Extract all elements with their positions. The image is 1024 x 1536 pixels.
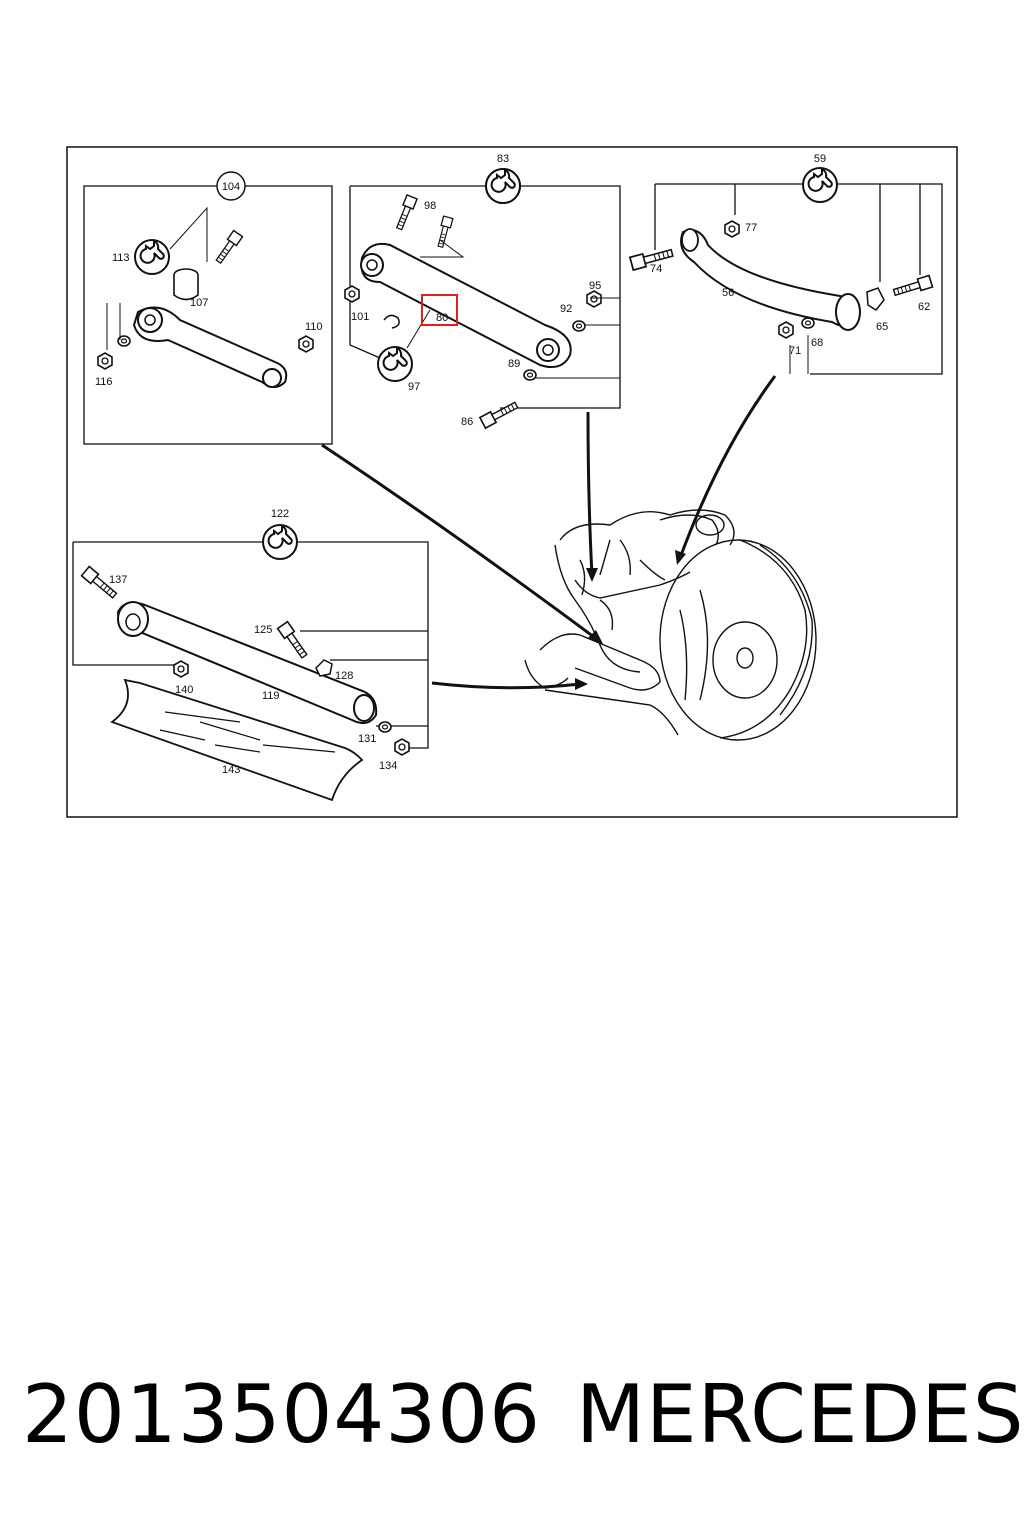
part-119: 119 [262,690,280,702]
part-62: 62 [918,301,930,313]
group-122: 122 137 125 128 140 119 131 134 143 [72,508,429,802]
part-80: 80 [436,312,448,324]
group-59: 59 77 74 56 65 62 71 68 [629,153,943,375]
parts-diagram: 104 113 107 110 116 83 [66,146,958,818]
caption-bar: 2013504306 MERCEDES [0,1360,1024,1490]
control-arm-83 [360,242,572,368]
part-128: 128 [335,670,353,682]
part-71: 71 [789,345,801,357]
part-95: 95 [589,280,601,292]
part-134: 134 [379,760,397,772]
part-137: 137 [109,574,127,586]
part-101: 101 [351,311,369,323]
wheel-hub-assembly [524,509,817,741]
part-77: 77 [745,222,757,234]
highlight-box-80 [421,294,458,326]
diagram-frame [66,146,958,818]
part-56: 56 [722,287,734,299]
part-68: 68 [811,337,823,349]
control-arm-104 [132,306,288,388]
part-65: 65 [876,321,888,333]
panel-143 [110,678,364,802]
part-number: 2013504306 [22,1368,541,1461]
part-92: 92 [560,303,572,315]
arrow-heads [575,550,686,690]
part-116: 116 [95,376,113,388]
part-74: 74 [650,263,662,275]
group-83-badge [485,168,521,204]
part-89: 89 [508,358,520,370]
part-113: 113 [112,252,130,264]
part-131: 131 [358,733,376,745]
part-140: 140 [175,684,193,696]
group-83-label: 83 [497,153,509,165]
part-110: 110 [305,321,323,333]
part-97: 97 [408,381,420,393]
group-104-badge: 104 [216,171,246,201]
part-107: 107 [190,297,208,309]
pointer-arrows [321,375,777,690]
group-83: 83 98 101 95 92 80 89 86 97 [344,153,621,429]
part-86: 86 [461,416,473,428]
group-104: 104 113 107 110 116 [83,171,333,445]
group-104-label: 104 [222,181,240,193]
group-59-label: 59 [814,153,826,165]
part-143: 143 [222,764,240,776]
group-122-label: 122 [271,508,289,520]
brand-name: MERCEDES [576,1368,1024,1461]
part-125: 125 [254,624,272,636]
part-98: 98 [424,200,436,212]
bushing-107 [173,268,199,301]
